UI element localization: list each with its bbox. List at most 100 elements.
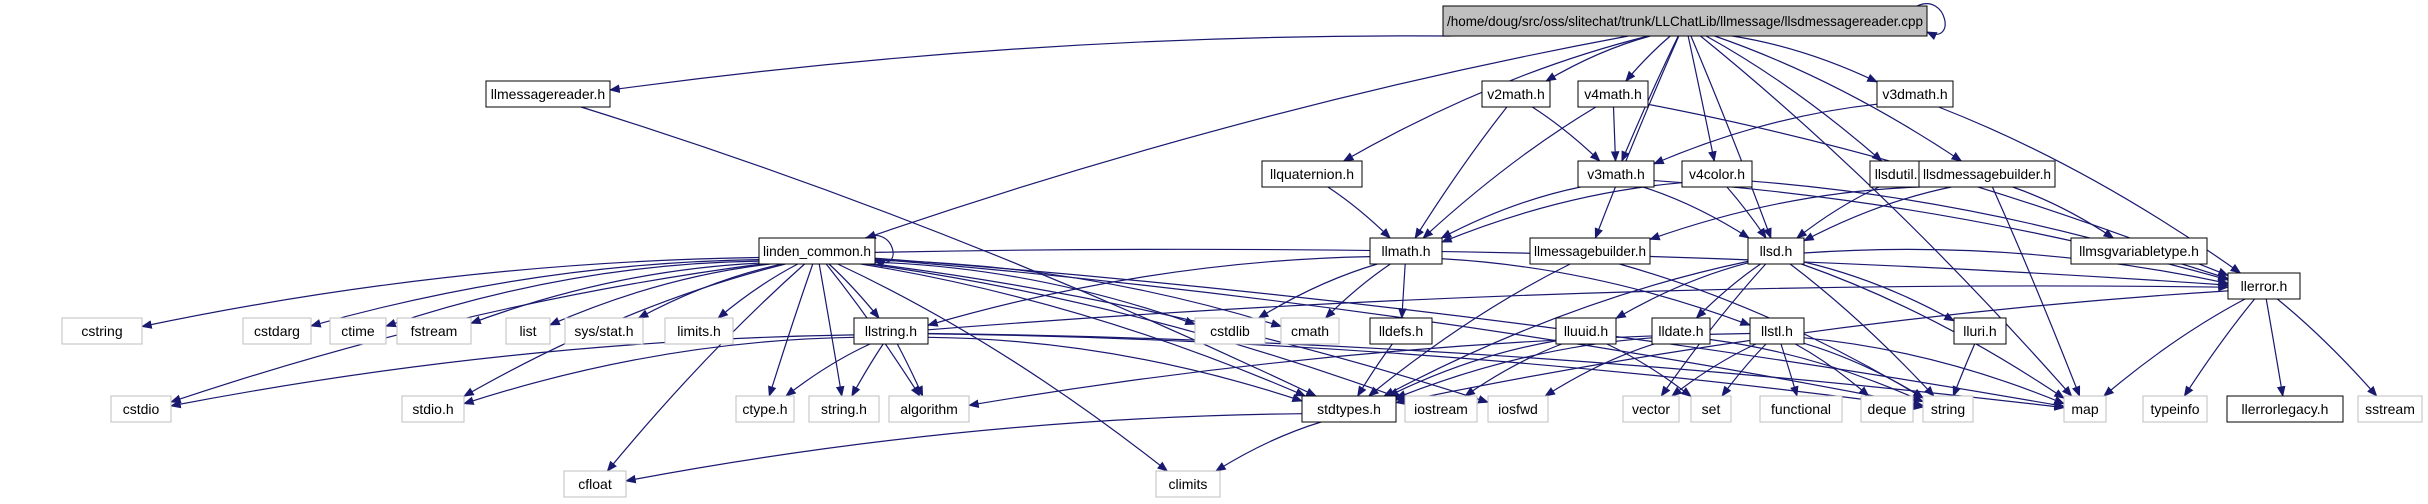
node-label-cfloat: cfloat <box>578 476 612 492</box>
edge-stdtypes-to-climits <box>1214 421 1322 472</box>
node-cstdio: cstdio <box>110 395 172 423</box>
node-box-set <box>1690 395 1732 423</box>
node-box-root <box>1442 5 1928 37</box>
node-llsd[interactable]: llsd.h <box>1747 237 1805 265</box>
edge-llsdmessagebuilder-to-llmessagebuilder <box>1648 186 1920 241</box>
edges-layer <box>140 3 2378 484</box>
node-label-vector: vector <box>1632 401 1670 417</box>
edge-root-to-llmessagereader <box>608 35 1452 93</box>
node-cstdlib: cstdlib <box>1194 317 1266 345</box>
node-linden_common[interactable]: linden_common.h <box>758 237 876 265</box>
node-fstream: fstream <box>396 317 472 345</box>
edge-llstl-to-algorithm <box>967 332 1751 408</box>
node-label-cstdlib: cstdlib <box>1210 323 1250 339</box>
edge-linden_common-to-fstream <box>469 262 760 324</box>
node-box-v4math <box>1577 80 1649 108</box>
edge-v3math-to-llmath <box>1440 186 1581 239</box>
node-label-stdio: stdio.h <box>412 401 453 417</box>
edge-llerror-to-llerrorlegacy <box>2265 298 2286 398</box>
edge-llmath-to-cmath <box>1324 263 1391 319</box>
node-llerror[interactable]: llerror.h <box>2227 272 2301 300</box>
edge-llmath-to-lldefs <box>1398 263 1407 320</box>
node-v3dmath[interactable]: v3dmath.h <box>1876 80 1954 108</box>
edge-linden_common-to-map <box>874 257 2066 409</box>
edge-linden_common-to-iosfwd <box>874 263 1490 404</box>
node-limits: limits.h <box>664 317 734 345</box>
edge-linden_common-to-ctype <box>768 263 814 398</box>
node-llmessagebuilder[interactable]: llmessagebuilder.h <box>1529 237 1651 265</box>
edge-linden_common-to-limits <box>717 263 799 319</box>
node-v3math[interactable]: v3math.h <box>1577 160 1655 188</box>
node-label-llmessagereader: llmessagereader.h <box>491 86 605 102</box>
node-label-linden_common: linden_common.h <box>763 243 871 259</box>
node-label-lldefs: lldefs.h <box>1379 323 1423 339</box>
node-lluri[interactable]: lluri.h <box>1953 317 2007 345</box>
node-label-lldate: lldate.h <box>1658 323 1703 339</box>
edge-linden_common-to-sysstat <box>637 263 783 319</box>
edge-root-to-llmessagebuilder <box>1594 35 1680 240</box>
node-label-llerrorlegacy: llerrorlegacy.h <box>2242 401 2329 417</box>
node-llstl[interactable]: llstl.h <box>1749 317 1805 345</box>
edge-llerror-to-map <box>2103 298 2246 397</box>
edge-llsd-to-string <box>1789 263 1935 397</box>
node-llsdmessagebuilder[interactable]: llsdmessagebuilder.h <box>1918 160 2056 188</box>
node-box-cstdio <box>110 395 172 423</box>
node-box-lldate <box>1651 317 1711 345</box>
edge-llmath-to-llstl <box>1441 258 1752 326</box>
node-box-stdio <box>401 395 465 423</box>
node-deque: deque <box>1860 395 1914 423</box>
node-label-ctype: ctype.h <box>742 401 787 417</box>
node-box-v2math <box>1481 80 1551 108</box>
node-cmath: cmath <box>1280 317 1340 345</box>
node-llmath[interactable]: llmath.h <box>1369 237 1443 265</box>
node-box-map <box>2063 395 2107 423</box>
edge-linden_common-to-cstdlib <box>874 261 1197 326</box>
node-label-v3dmath: v3dmath.h <box>1882 86 1947 102</box>
node-v2math[interactable]: v2math.h <box>1481 80 1551 108</box>
edge-v2math-to-llmath <box>1414 106 1508 239</box>
node-label-sstream: sstream <box>2365 401 2415 417</box>
node-box-stringh <box>808 395 880 423</box>
node-box-llsdmessagebuilder <box>1918 160 2056 188</box>
node-climits: climits <box>1155 470 1221 498</box>
edge-lldefs-to-stdtypes <box>1357 343 1393 397</box>
edge-llsd-to-map <box>1801 263 2065 399</box>
node-llstring[interactable]: llstring.h <box>853 317 929 345</box>
node-label-stdtypes: stdtypes.h <box>1317 401 1381 417</box>
edge-llstl-to-vector <box>1671 343 1757 397</box>
node-label-llstring: llstring.h <box>865 323 917 339</box>
node-llerrorlegacy[interactable]: llerrorlegacy.h <box>2226 395 2344 423</box>
edge-llsd-to-vector <box>1660 263 1767 397</box>
node-label-llquaternion: llquaternion.h <box>1270 166 1354 182</box>
edge-linden_common-to-iostream <box>868 263 1407 401</box>
edge-llsdmessagebuilder-to-llmsgvariabletype <box>2012 186 2115 239</box>
node-llquaternion[interactable]: llquaternion.h <box>1261 160 1363 188</box>
node-box-llmessagebuilder <box>1529 237 1651 265</box>
edge-root-to-v4math <box>1625 35 1671 82</box>
edge-llmath-to-cstdlib <box>1257 263 1378 319</box>
node-v4math[interactable]: v4math.h <box>1577 80 1649 108</box>
edge-linden_common-to-llstring <box>828 263 880 319</box>
edge-linden_common-to-cmath <box>874 259 1283 328</box>
node-label-typeinfo: typeinfo <box>2150 401 2199 417</box>
node-cstring: cstring <box>61 317 143 345</box>
node-label-cstdarg: cstdarg <box>254 323 300 339</box>
edge-v4color-to-llsd <box>1726 186 1767 239</box>
node-lldefs[interactable]: lldefs.h <box>1369 317 1433 345</box>
node-llmsgvariabletype[interactable]: llmsgvariabletype.h <box>2070 237 2208 265</box>
edge-linden_common-to-climits <box>837 263 1169 472</box>
node-label-stringh: string.h <box>821 401 867 417</box>
node-box-linden_common <box>758 237 876 265</box>
node-box-iostream <box>1404 395 1478 423</box>
node-root[interactable]: /home/doug/src/oss/slitechat/trunk/LLCha… <box>1442 5 1928 37</box>
node-box-llmath <box>1369 237 1443 265</box>
node-v4color[interactable]: v4color.h <box>1681 160 1753 188</box>
node-stdtypes[interactable]: stdtypes.h <box>1301 395 1397 423</box>
node-lldate[interactable]: lldate.h <box>1651 317 1711 345</box>
node-lluuid[interactable]: lluuid.h <box>1555 317 1617 345</box>
node-label-cmath: cmath <box>1291 323 1329 339</box>
node-box-llsd <box>1747 237 1805 265</box>
node-box-cstdarg <box>242 317 312 345</box>
node-llmessagereader[interactable]: llmessagereader.h <box>485 80 611 108</box>
edge-llstring-to-string <box>927 333 1925 411</box>
